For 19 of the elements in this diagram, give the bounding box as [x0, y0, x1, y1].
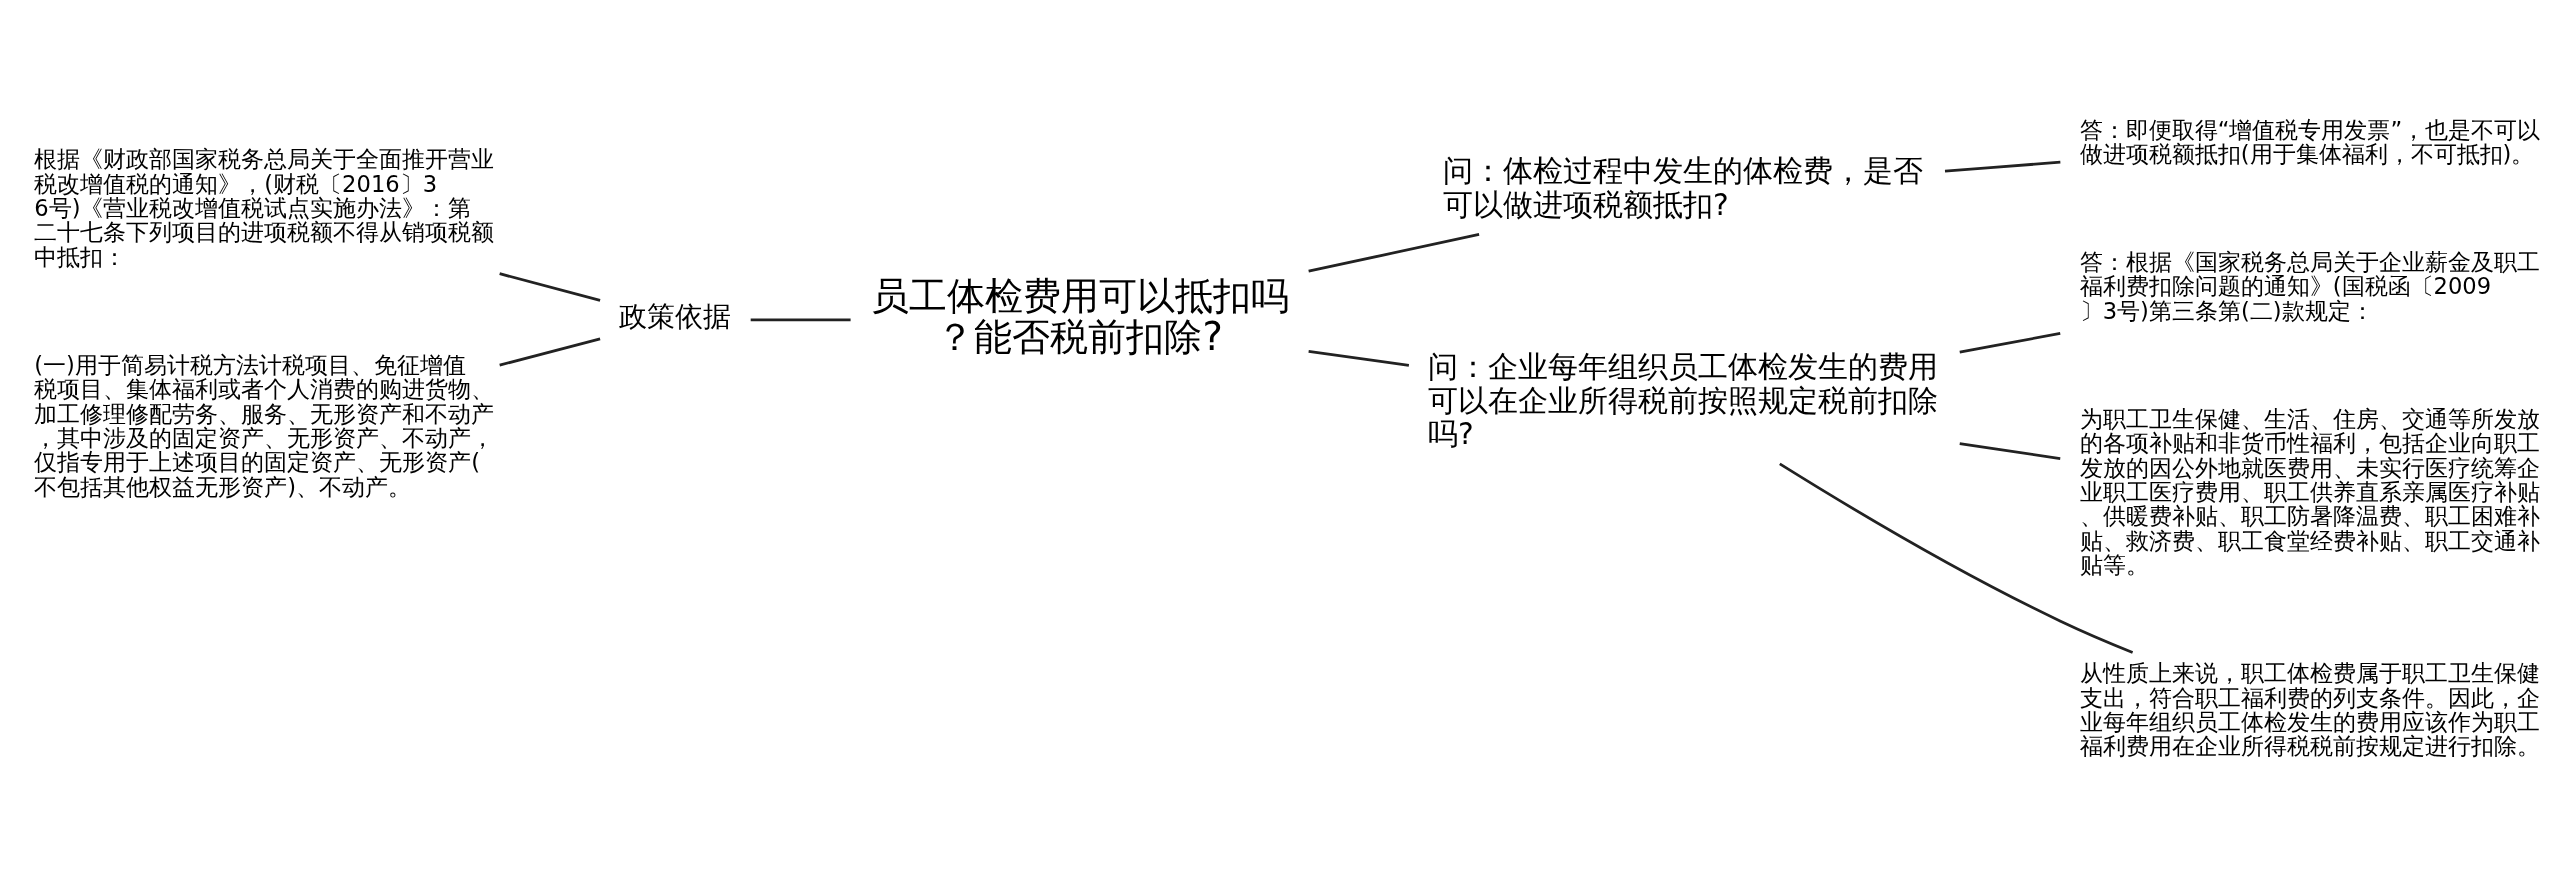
- node-text: 问：体检过程中发生的体检费，是否可以做进项税额抵扣?: [1442, 154, 1923, 222]
- node-text: 员工体检费用可以抵扣吗？能否税前扣除?: [870, 272, 1289, 360]
- connector: [1944, 160, 2061, 173]
- connector: [499, 272, 601, 302]
- connector: [1959, 442, 2061, 460]
- node-text: 问：企业每年组织员工体检发生的费用可以在企业所得税前按照规定税前扣除吗?: [1428, 350, 1939, 451]
- connector: [499, 337, 601, 367]
- node-text: (一)用于简易计税方法计税项目、免征增值税项目、集体福利或者个人消费的购进货物、加工修理修配劳务、服务、无形资产和不动产，其中涉及的固定资产、无形资产、不动产，仅指专用于上述项目的固定资产、无形资产(不包括其他权益无形资产)、不动产。: [34, 351, 495, 500]
- connector: [1308, 233, 1480, 273]
- connector: [1308, 350, 1410, 367]
- node-text: 答：根据《国家税务总局关于企业薪金及职工福利费扣除问题的通知》(国税函〔2009〕3号)第三条第(二)款规定：: [2079, 248, 2540, 324]
- node-text: 根据《财政部国家税务总局关于全面推开营业税改增值税的通知》，(财税〔2016〕36号)《营业税改增值税试点实施办法》：第二十七条下列项目的进项税额不得从销项税额中抵扣：: [34, 146, 495, 270]
- connector: [1959, 332, 2061, 354]
- connector: [750, 318, 851, 322]
- node-text: 为职工卫生保健、生活、住房、交通等所发放的各项补贴和非货币性福利，包括企业向职工发放的因公外地就医费用、未实行医疗统筹企业职工医疗费用、职工供养直系亲属医疗补贴、供暖费补贴、职工防暑降温费、职工困难补贴、救济费、职工食堂经费补贴、职工交通补贴等。: [2079, 405, 2540, 579]
- connector: [1779, 462, 2134, 654]
- node-text: 答：即便取得“增值税专用发票”，也是不可以做进项税额抵扣(用于集体福利，不可抵扣)。: [2079, 116, 2541, 167]
- node-text: 政策依据: [619, 300, 732, 334]
- node-text: 从性质上来说，职工体检费属于职工卫生保健支出，符合职工福利费的列支条件。因此，企业每年组织员工体检发生的费用应该作为职工福利费用在企业所得税税前按规定进行扣除。: [2079, 660, 2540, 760]
